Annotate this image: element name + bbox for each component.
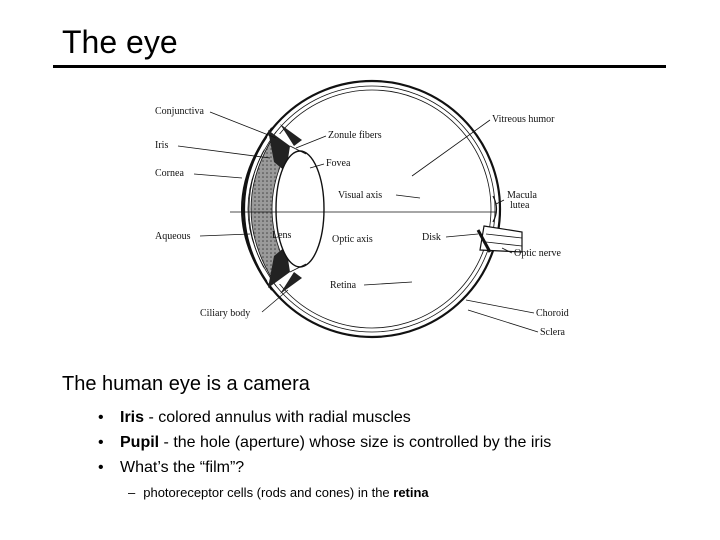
eye-anatomy-illustration: Conjunctiva Iris Cornea Aqueous Ciliary …: [155, 79, 569, 339]
bullet-dot: •: [98, 459, 104, 476]
bullet-list: • Iris - colored annulus with radial musc…: [98, 405, 551, 480]
bullet-text: - the hole (aperture) whose size is cont…: [159, 434, 552, 451]
label-aqueous: Aqueous: [155, 231, 191, 242]
label-fovea: Fovea: [326, 158, 351, 169]
bullet-term: Iris: [120, 409, 145, 426]
label-vitreous-humor: Vitreous humor: [492, 114, 555, 125]
iris-upper: [268, 130, 290, 172]
title-divider: [53, 65, 666, 68]
label-conjunctiva: Conjunctiva: [155, 106, 204, 117]
bullet-pupil: • Pupil - the hole (aperture) whose size …: [98, 430, 551, 455]
sclera-outline: [242, 79, 502, 339]
bullet-film: • What’s the “film”?: [98, 455, 551, 480]
label-optic-axis: Optic axis: [332, 234, 373, 245]
section-heading: The human eye is a camera: [62, 373, 310, 395]
optic-nerve-shape: [479, 225, 523, 253]
label-retina: Retina: [330, 280, 357, 291]
label-visual-axis: Visual axis: [338, 190, 382, 201]
label-optic-nerve: Optic nerve: [514, 248, 561, 259]
bullet-iris: • Iris - colored annulus with radial musc…: [98, 405, 551, 430]
sub-bullet: –photoreceptor cells (rods and cones) in…: [128, 484, 429, 502]
label-lutea: lutea: [510, 200, 530, 211]
label-macula: Macula: [507, 190, 538, 201]
lens-shape: [275, 150, 325, 268]
cornea-outline: [241, 127, 273, 291]
iris-lower: [268, 246, 290, 288]
label-choroid: Choroid: [536, 308, 569, 319]
label-ciliary-body: Ciliary body: [200, 308, 250, 319]
bullet-text: - colored annulus with radial muscles: [144, 409, 411, 426]
sub-bullet-text: photoreceptor cells (rods and cones) in …: [143, 485, 394, 500]
sub-bullet-emphasis: retina: [393, 485, 429, 500]
label-zonule-fibers: Zonule fibers: [328, 130, 382, 141]
label-sclera: Sclera: [540, 327, 566, 338]
bullet-term: Pupil: [120, 434, 160, 451]
bullet-dot: •: [98, 434, 104, 451]
label-iris: Iris: [155, 140, 168, 151]
label-lens: Lens: [272, 230, 292, 241]
slide-title: The eye: [62, 24, 178, 60]
eye-diagram: Conjunctiva Iris Cornea Aqueous Ciliary …: [150, 76, 580, 346]
bullet-dot: •: [98, 409, 104, 426]
sub-bullet-dash: –: [128, 485, 136, 500]
label-cornea: Cornea: [155, 168, 184, 179]
label-disk: Disk: [422, 232, 441, 243]
choroid-outline: [248, 85, 496, 333]
bullet-text: What’s the “film”?: [120, 459, 245, 476]
